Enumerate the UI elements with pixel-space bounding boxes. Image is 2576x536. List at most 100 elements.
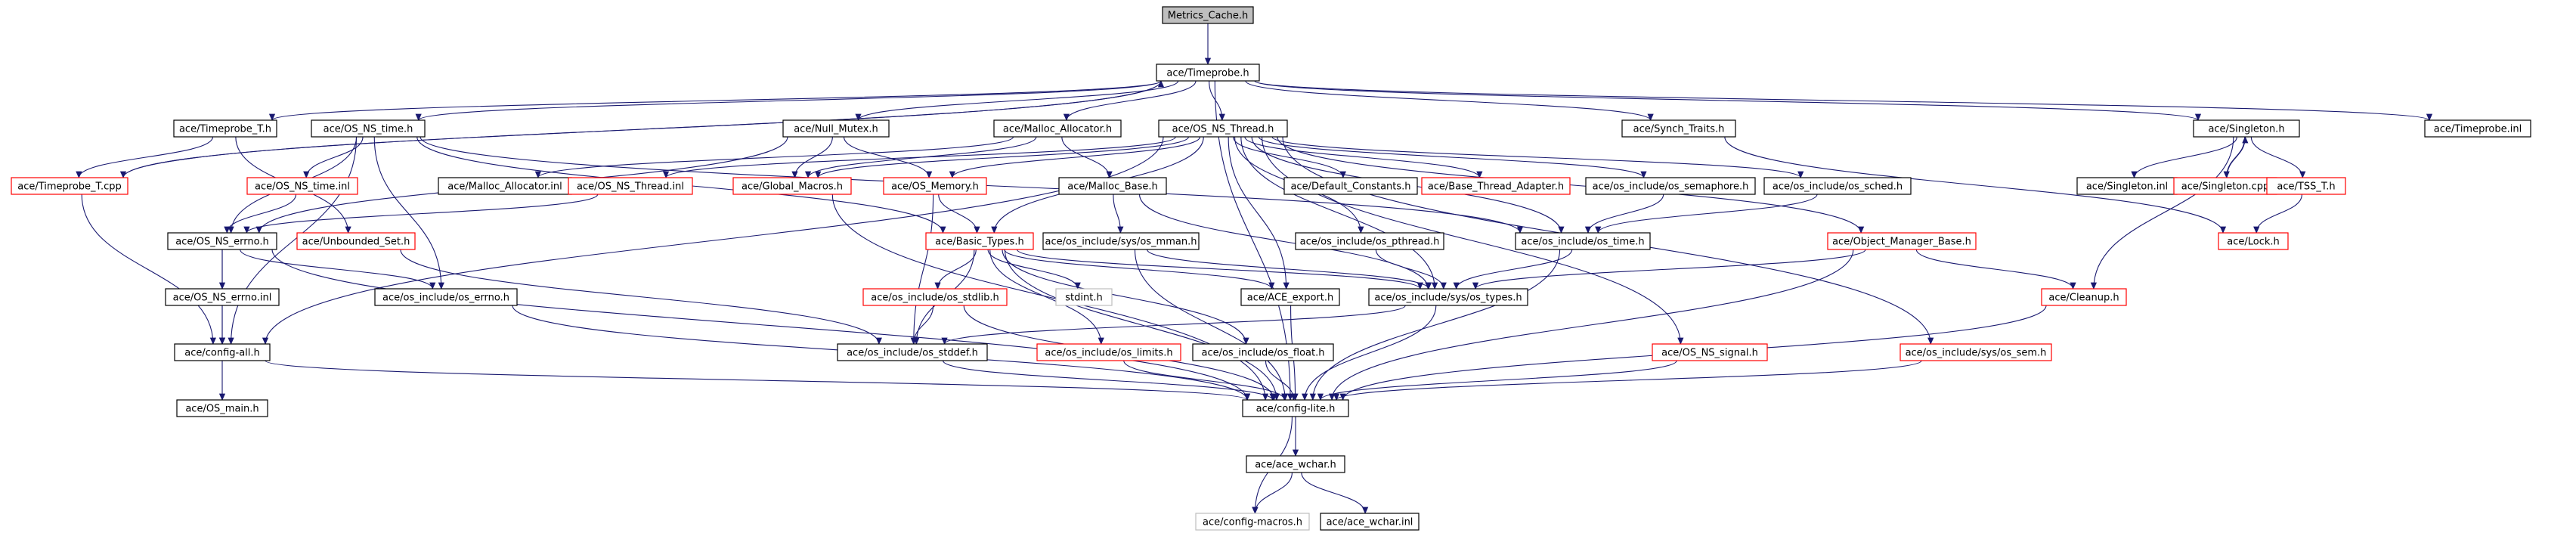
node-ace-wchar-h[interactable]: ace/ace_wchar.h: [1246, 455, 1345, 473]
node-os-ns-time-h[interactable]: ace/OS_NS_time.h: [311, 119, 426, 138]
node-box: [1295, 232, 1444, 250]
node-timeprobe-t-cpp[interactable]: ace/Timeprobe_T.cpp: [11, 177, 128, 195]
arrowhead: [934, 282, 941, 290]
node-os-ns-signal-h[interactable]: ace/OS_NS_signal.h: [1652, 343, 1768, 361]
edge-unbounded_set_h-to-os_stddef_h: [400, 249, 882, 345]
node-label: ace/ACE_export.h: [1247, 293, 1333, 304]
node-malloc-base-h[interactable]: ace/Malloc_Base.h: [1058, 177, 1167, 195]
arrowhead: [429, 282, 436, 290]
arrowhead: [1358, 226, 1364, 234]
node-singleton-cpp[interactable]: ace/Singleton.cpp: [2173, 177, 2277, 195]
arrowhead: [218, 337, 226, 345]
edge-timeprobe_h-to-timeprobe_inl: [1254, 80, 2433, 121]
node-os-sem-h[interactable]: ace/os_include/sys/os_sem.h: [1899, 343, 2052, 361]
node-lock-h[interactable]: ace/Lock.h: [2218, 232, 2289, 250]
edge-line: [2133, 136, 2237, 178]
node-box: [1320, 513, 1420, 531]
arrowhead: [1640, 171, 1647, 178]
node-config-all-h[interactable]: ace/config-all.h: [174, 343, 271, 361]
node-os-float-h[interactable]: ace/os_include/os_float.h: [1192, 343, 1334, 361]
node-tss-t-h[interactable]: ace/TSS_T.h: [2266, 177, 2346, 195]
node-os-stdlib-h[interactable]: ace/os_include/os_stdlib.h: [862, 288, 1008, 306]
edge-line: [240, 249, 433, 290]
edge-line: [1475, 249, 1866, 290]
node-box: [173, 119, 277, 138]
node-os-ns-thread-inl[interactable]: ace/OS_NS_Thread.inl: [568, 177, 693, 195]
node-os-ns-errno-h[interactable]: ace/OS_NS_errno.h: [167, 232, 277, 250]
node-label: ace/OS_main.h: [185, 404, 259, 415]
node-ace-wchar-inl[interactable]: ace/ace_wchar.inl: [1320, 513, 1420, 531]
node-config-lite-h[interactable]: ace/config-lite.h: [1242, 399, 1349, 417]
edge-line: [1134, 249, 1286, 401]
edge-line: [1587, 194, 1664, 234]
arrowhead: [941, 337, 948, 345]
arrowhead: [1281, 393, 1288, 401]
edge-os_ns_thread_h-to-os_memory_h: [949, 136, 1201, 178]
node-singleton-inl[interactable]: ace/Singleton.inl: [2076, 177, 2178, 195]
node-malloc-allocator-inl[interactable]: ace/Malloc_Allocator.inl: [438, 177, 572, 195]
node-default-constants-h[interactable]: ace/Default_Constants.h: [1283, 177, 1418, 195]
edge-line: [1004, 249, 1272, 290]
node-timeprobe-h[interactable]: ace/Timeprobe.h: [1156, 64, 1260, 82]
node-box: [925, 232, 1034, 250]
edge-null_mutex_h-to-global_macros_h: [791, 136, 833, 178]
edge-line: [1456, 249, 1573, 290]
node-box: [246, 177, 358, 195]
node-config-macros-h[interactable]: ace/config-macros.h: [1195, 513, 1310, 531]
edge-timeprobe_t_cpp-to-config_all_h: [81, 194, 216, 345]
node-os-main-h[interactable]: ace/OS_main.h: [176, 399, 268, 417]
node-os-memory-h[interactable]: ace/OS_Memory.h: [883, 177, 987, 195]
node-box: [1156, 64, 1260, 82]
node-os-time-h[interactable]: ace/os_include/os_time.h: [1515, 232, 1651, 250]
node-timeprobe-t-h[interactable]: ace/Timeprobe_T.h: [173, 119, 277, 138]
node-label: ace/Timeprobe.inl: [2434, 124, 2522, 135]
node-os-ns-time-inl[interactable]: ace/OS_NS_time.inl: [246, 177, 358, 195]
edge-line: [1336, 360, 1922, 401]
node-os-ns-thread-h[interactable]: ace/OS_NS_Thread.h: [1158, 119, 1288, 138]
node-box: [862, 288, 1008, 306]
node-label: ace/Default_Constants.h: [1290, 181, 1410, 193]
node-cleanup-h[interactable]: ace/Cleanup.h: [2041, 288, 2127, 306]
node-label: ace/OS_NS_signal.h: [1661, 348, 1758, 359]
node-os-types-h[interactable]: ace/os_include/sys/os_types.h: [1368, 288, 1528, 306]
arrowhead: [1362, 507, 1369, 514]
node-unbounded-set-h[interactable]: ace/Unbounded_Set.h: [296, 232, 416, 250]
edge-os_ns_thread_h-to-config_all_h: [262, 136, 1164, 345]
node-singleton-h[interactable]: ace/Singleton.h: [2193, 119, 2300, 138]
node-box: [1652, 343, 1768, 361]
edge-timeprobe_h-to-malloc_allocator_h: [1063, 80, 1197, 121]
node-basic-types-h[interactable]: ace/Basic_Types.h: [925, 232, 1034, 250]
node-label: ace/Synch_Traits.h: [1633, 124, 1725, 135]
node-os-sched-h[interactable]: ace/os_include/os_sched.h: [1763, 177, 1912, 195]
edge-timeprobe_h-to-singleton_h: [1254, 80, 2202, 121]
node-ace-export-h[interactable]: ace/ACE_export.h: [1240, 288, 1340, 306]
arrowhead: [1098, 337, 1104, 345]
edge-timeprobe_h-to-timeprobe_t_h: [268, 80, 1162, 121]
node-os-limits-h[interactable]: ace/os_include/os_limits.h: [1036, 343, 1181, 361]
node-box: [1058, 177, 1167, 195]
node-global-macros-h[interactable]: ace/Global_Macros.h: [732, 177, 852, 195]
node-stdint-h[interactable]: stdint.h: [1055, 288, 1113, 306]
edge-null_mutex_h-to-os_memory_h: [843, 136, 933, 178]
node-timeprobe-inl[interactable]: ace/Timeprobe.inl: [2424, 119, 2531, 138]
node-synch-traits-h[interactable]: ace/Synch_Traits.h: [1621, 119, 1736, 138]
node-null-mutex-h[interactable]: ace/Null_Mutex.h: [782, 119, 890, 138]
node-box: [1515, 232, 1651, 250]
node-label: ace/OS_NS_errno.inl: [173, 293, 272, 304]
arrowhead: [218, 393, 226, 401]
node-os-pthread-h[interactable]: ace/os_include/os_pthread.h: [1295, 232, 1444, 250]
node-label: ace/os_include/os_stdlib.h: [871, 293, 999, 304]
node-os-semaphore-h[interactable]: ace/os_include/os_semaphore.h: [1585, 177, 1756, 195]
node-malloc-allocator-h[interactable]: ace/Malloc_Allocator.h: [993, 119, 1122, 138]
node-object-manager-base-h[interactable]: ace/Object_Manager_Base.h: [1827, 232, 1977, 250]
edge-timeprobe_t_h-to-timeprobe_t_cpp: [76, 136, 214, 178]
node-box: [1421, 177, 1571, 195]
node-os-errno-h[interactable]: ace/os_include/os_errno.h: [374, 288, 518, 306]
node-base-thread-adapter-h[interactable]: ace/Base_Thread_Adapter.h: [1421, 177, 1571, 195]
node-box: [1055, 288, 1113, 306]
node-os-mman-h[interactable]: ace/os_include/sys/os_mman.h: [1042, 232, 1200, 250]
edge-line: [271, 80, 1162, 121]
node-os-ns-errno-inl[interactable]: ace/OS_NS_errno.inl: [165, 288, 280, 306]
edge-metrics_cache-to-timeprobe_h: [1204, 23, 1212, 65]
node-os-stddef-h[interactable]: ace/os_include/os_stddef.h: [837, 343, 988, 361]
